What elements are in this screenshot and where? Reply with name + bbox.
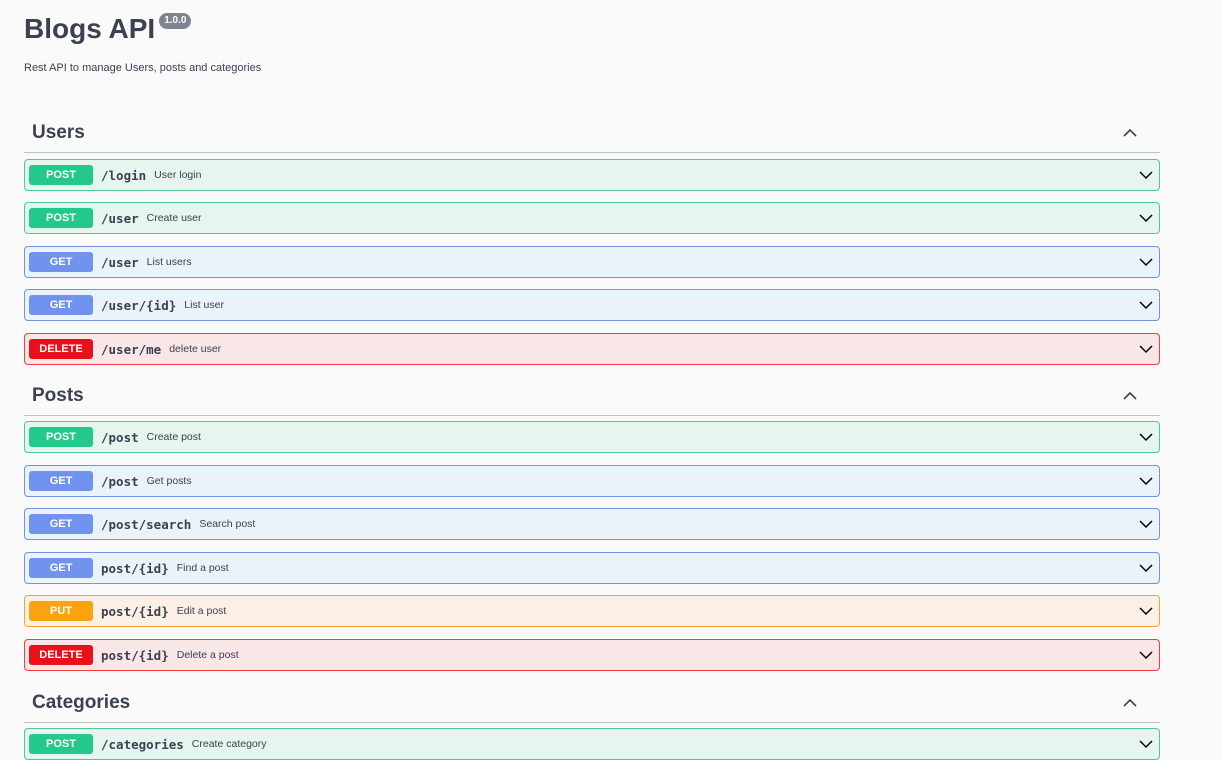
tag-name: Users xyxy=(32,121,85,143)
version-badge: 1.0.0 xyxy=(159,13,192,29)
operation-summary: Get posts xyxy=(146,475,192,487)
tag-section-posts: Posts POST /post Create post GET /post G… xyxy=(24,376,1160,671)
chevron-down-icon[interactable] xyxy=(1139,518,1153,530)
operation-summary: Find a post xyxy=(176,562,229,574)
method-badge: DELETE xyxy=(29,339,93,359)
operation-summary: User login xyxy=(154,169,202,181)
chevron-down-icon[interactable] xyxy=(1139,562,1153,574)
operation-row[interactable]: GET /post/search Search post xyxy=(24,508,1160,540)
api-title: Blogs API xyxy=(24,13,156,44)
tag-name: Posts xyxy=(32,384,84,406)
operation-summary: List users xyxy=(146,256,192,268)
tag-header-posts[interactable]: Posts xyxy=(24,376,1160,416)
chevron-down-icon[interactable] xyxy=(1139,212,1153,224)
method-badge: GET xyxy=(29,514,93,534)
operation-path: post/{id} xyxy=(101,603,169,619)
chevron-down-icon[interactable] xyxy=(1139,299,1153,311)
chevron-down-icon[interactable] xyxy=(1139,431,1153,443)
operation-path: /login xyxy=(101,167,147,183)
method-badge: POST xyxy=(29,165,93,185)
tag-header-categories[interactable]: Categories xyxy=(24,683,1160,723)
operation-row[interactable]: POST /login User login xyxy=(24,159,1160,191)
chevron-down-icon[interactable] xyxy=(1139,169,1153,181)
operation-path: /post/search xyxy=(101,516,192,532)
chevron-up-icon[interactable] xyxy=(1123,126,1137,140)
operation-path: /post xyxy=(101,473,139,489)
operation-summary: Search post xyxy=(199,518,256,530)
operation-row[interactable]: POST /user Create user xyxy=(24,202,1160,234)
method-badge: DELETE xyxy=(29,645,93,665)
operation-path: /post xyxy=(101,429,139,445)
api-info: Blogs API 1.0.0 xyxy=(24,10,192,48)
chevron-down-icon[interactable] xyxy=(1139,343,1153,355)
operation-row[interactable]: DELETE /user/me delete user xyxy=(24,333,1160,365)
operation-summary: Create user xyxy=(146,212,202,224)
tag-section-users: Users POST /login User login POST /user … xyxy=(24,113,1160,365)
chevron-up-icon[interactable] xyxy=(1123,696,1137,710)
method-badge: POST xyxy=(29,427,93,447)
chevron-up-icon[interactable] xyxy=(1123,389,1137,403)
tag-section-categories: Categories POST /categories Create categ… xyxy=(24,683,1160,760)
operation-summary: Create category xyxy=(191,738,267,750)
operation-path: /user/me xyxy=(101,341,162,357)
operation-path: /categories xyxy=(101,736,184,752)
method-badge: GET xyxy=(29,295,93,315)
operation-path: post/{id} xyxy=(101,647,169,663)
operation-row[interactable]: POST /post Create post xyxy=(24,421,1160,453)
operation-summary: Delete a post xyxy=(176,649,239,661)
method-badge: GET xyxy=(29,558,93,578)
operation-summary: delete user xyxy=(169,343,222,355)
operation-row[interactable]: GET /user List users xyxy=(24,246,1160,278)
operation-summary: Edit a post xyxy=(176,605,227,617)
method-badge: GET xyxy=(29,252,93,272)
operation-row[interactable]: DELETE post/{id} Delete a post xyxy=(24,639,1160,671)
operation-path: post/{id} xyxy=(101,560,169,576)
operation-path: /user xyxy=(101,254,139,270)
operation-row[interactable]: PUT post/{id} Edit a post xyxy=(24,595,1160,627)
tag-header-users[interactable]: Users xyxy=(24,113,1160,153)
tag-name: Categories xyxy=(32,691,131,713)
operation-row[interactable]: GET post/{id} Find a post xyxy=(24,552,1160,584)
operation-summary: List user xyxy=(184,299,224,311)
operation-path: /user/{id} xyxy=(101,297,177,313)
chevron-down-icon[interactable] xyxy=(1139,256,1153,268)
chevron-down-icon[interactable] xyxy=(1139,649,1153,661)
chevron-down-icon[interactable] xyxy=(1139,475,1153,487)
operation-summary: Create post xyxy=(146,431,201,443)
operation-row[interactable]: GET /post Get posts xyxy=(24,465,1160,497)
operation-row[interactable]: POST /categories Create category xyxy=(24,728,1160,760)
api-description: Rest API to manage Users, posts and cate… xyxy=(24,62,262,74)
method-badge: GET xyxy=(29,471,93,491)
chevron-down-icon[interactable] xyxy=(1139,605,1153,617)
method-badge: POST xyxy=(29,208,93,228)
operation-path: /user xyxy=(101,210,139,226)
method-badge: POST xyxy=(29,734,93,754)
operation-row[interactable]: GET /user/{id} List user xyxy=(24,289,1160,321)
method-badge: PUT xyxy=(29,601,93,621)
chevron-down-icon[interactable] xyxy=(1139,738,1153,750)
